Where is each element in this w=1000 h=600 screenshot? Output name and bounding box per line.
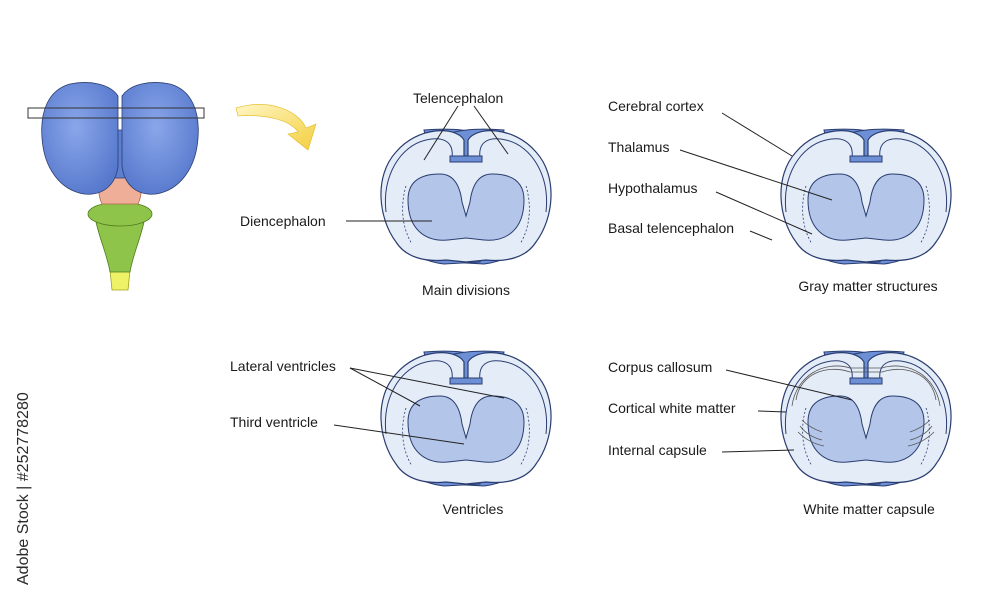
left-hemisphere [41,82,119,195]
curved-arrow-icon [235,104,317,151]
label-thalamus: Thalamus [608,139,669,155]
section-main-divisions [380,128,552,265]
section-white-matter [780,350,952,487]
label-cerebral-cortex: Cerebral cortex [608,98,704,114]
pons-segment [87,201,153,227]
whole-brain-illustration [27,82,205,291]
label-basal-telencephalon: Basal telencephalon [608,220,734,236]
label-corpus-callosum: Corpus callosum [608,359,712,375]
label-hypothalamus: Hypothalamus [608,180,698,196]
section-ventricles [380,350,552,487]
caption-gray-matter: Gray matter structures [798,278,937,294]
label-telencephalon: Telencephalon [413,90,503,106]
leader-lines [333,105,853,453]
brainstem-segment [95,221,145,273]
label-third-ventricle: Third ventricle [230,414,318,430]
label-lateral-ventricles: Lateral ventricles [230,358,336,374]
spinal-cord-segment [109,269,131,291]
section-plane-marker [27,107,205,119]
label-cortical-white-matter: Cortical white matter [608,400,736,416]
caption-main-divisions: Main divisions [422,282,510,298]
section-gray-matter [780,128,952,265]
stock-id-watermark: Adobe Stock | #252778280 [15,392,32,585]
caption-ventricles: Ventricles [443,501,504,517]
label-diencephalon: Diencephalon [240,213,326,229]
caption-white-matter: White matter capsule [803,501,935,517]
right-hemisphere [121,82,199,195]
label-internal-capsule: Internal capsule [608,442,707,458]
